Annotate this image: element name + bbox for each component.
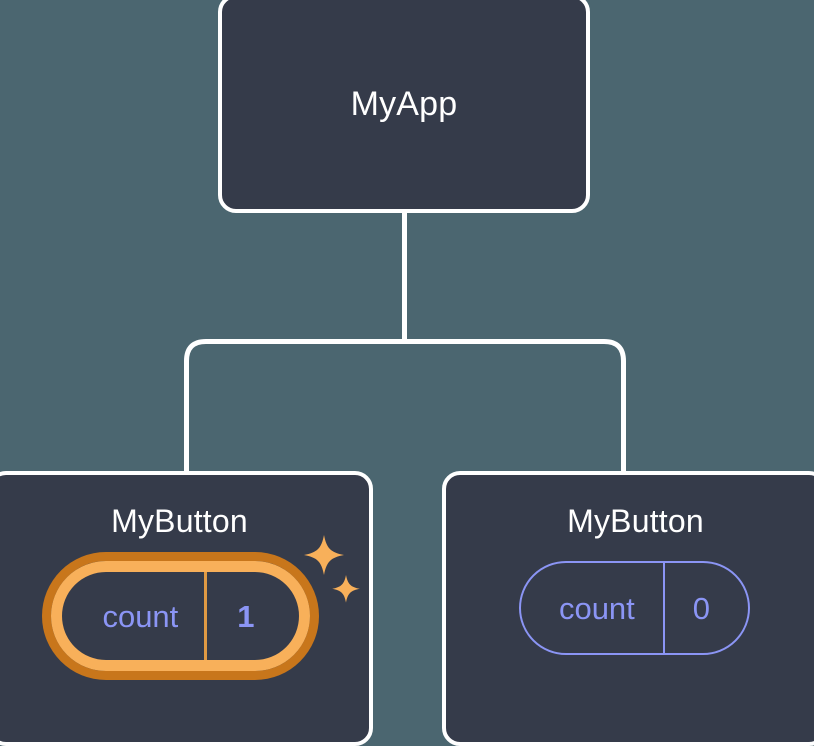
node-title: MyButton [111, 503, 248, 539]
connector-branch-right [404, 339, 626, 472]
state-pill-container: count 1 [51, 535, 360, 671]
node-title: MyApp [350, 84, 458, 123]
node-title: MyButton [567, 503, 704, 539]
node-mybutton-right[interactable]: MyButton count 0 [442, 471, 814, 746]
state-key: count [102, 598, 179, 634]
connector-branch-left [184, 339, 405, 472]
state-value: 0 [662, 563, 748, 653]
node-mybutton-left[interactable]: MyButton count 1 [0, 471, 373, 746]
sparkle-icon-large [303, 535, 344, 575]
node-myapp[interactable]: MyApp [218, 0, 590, 213]
state-pill-container: count 0 [518, 561, 751, 655]
state-pill-highlighted[interactable]: count 1 [51, 561, 310, 671]
state-value: 1 [204, 572, 298, 660]
state-pill[interactable]: count 0 [518, 561, 751, 655]
state-key: count [558, 590, 635, 626]
sparkle-icon-small [331, 575, 360, 603]
